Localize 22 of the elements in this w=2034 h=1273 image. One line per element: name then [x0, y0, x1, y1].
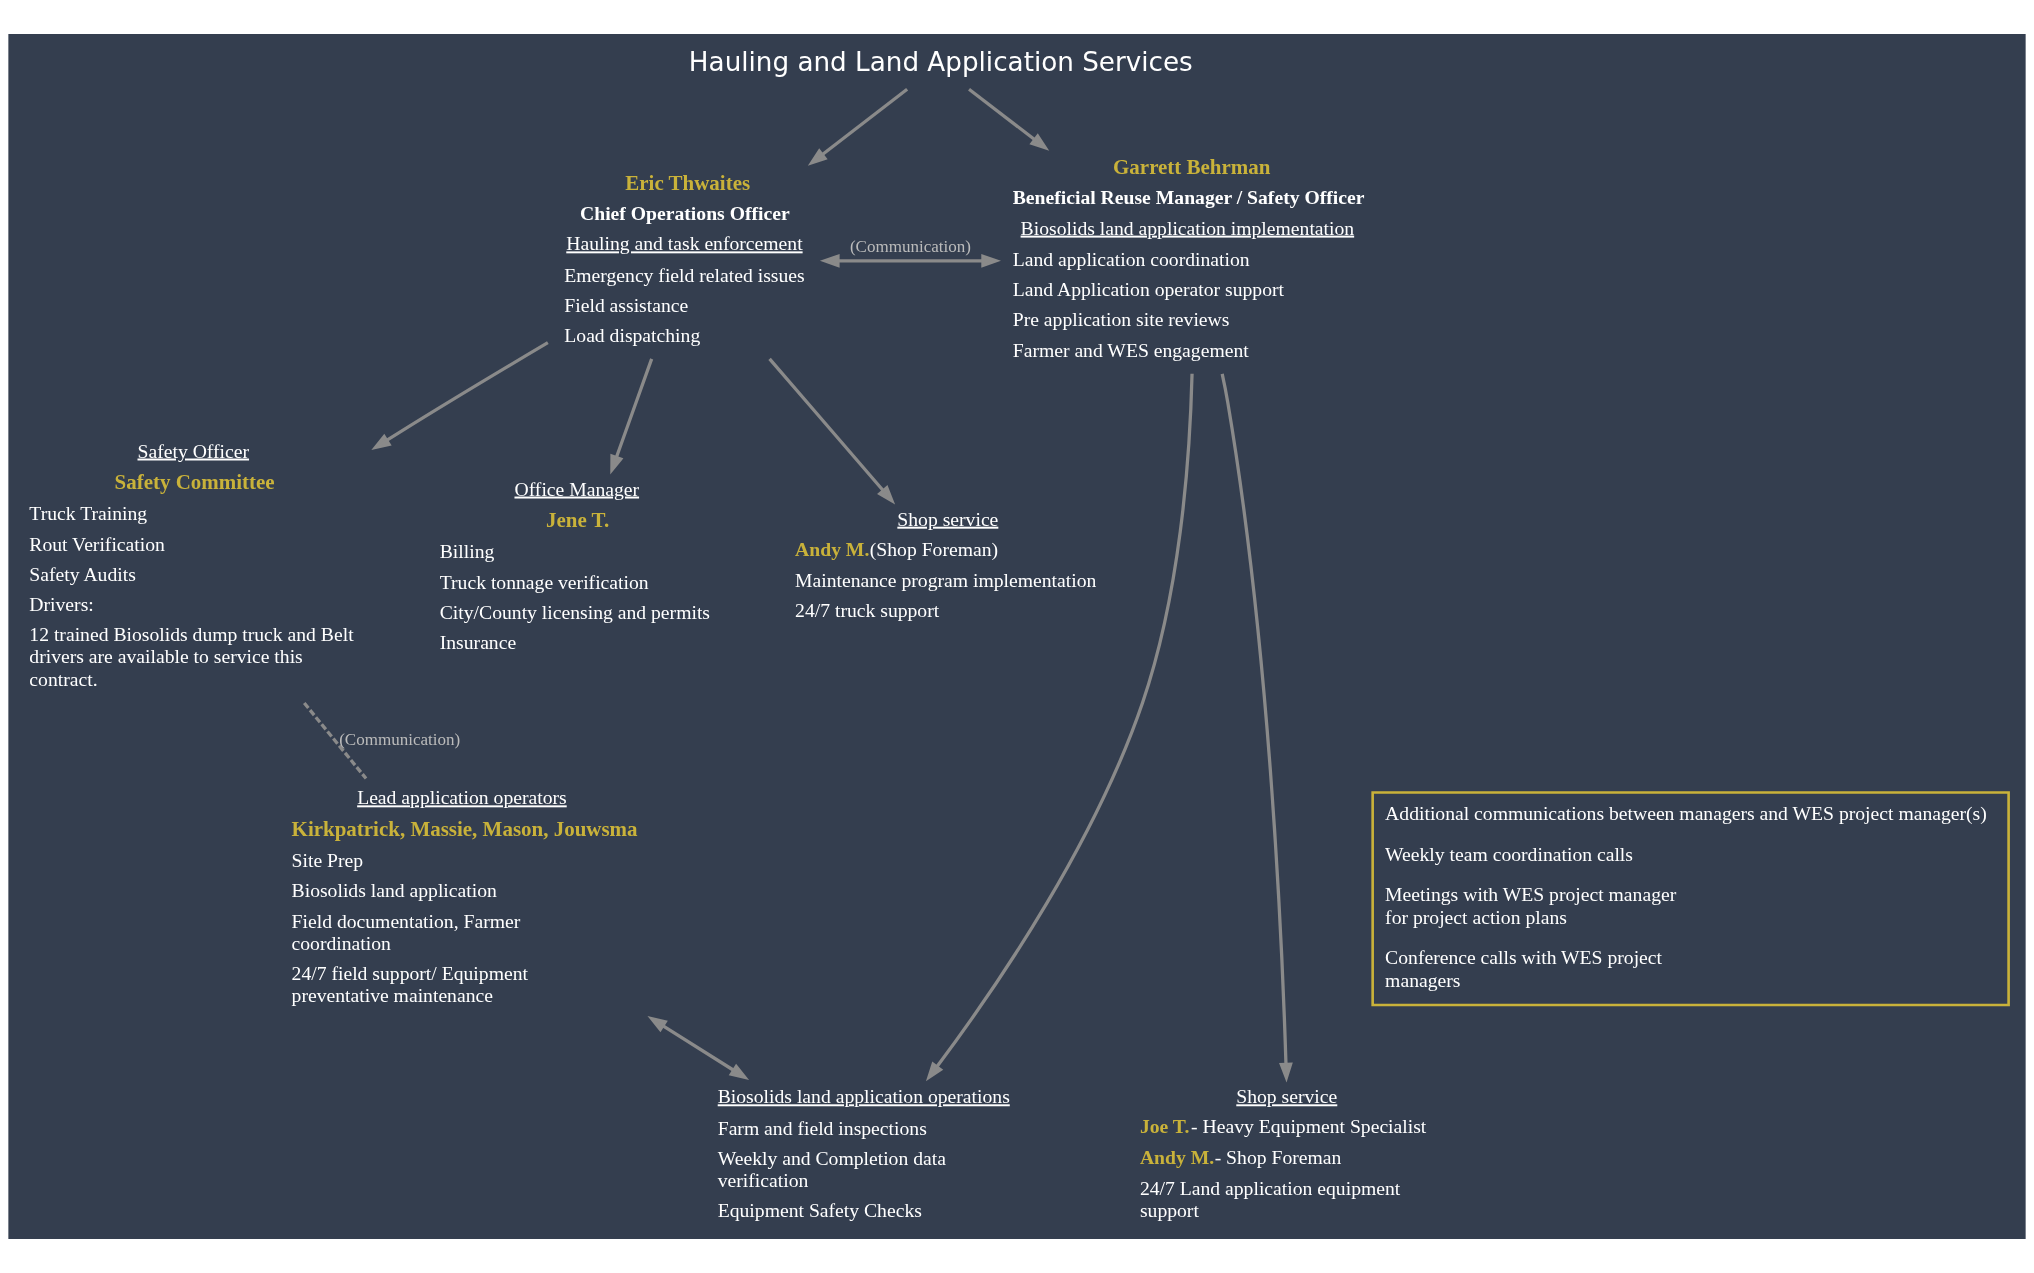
node-text: Office Manager Jene T. Billing Truck tonnage verification City/County licensing and permits Insurance: [439, 477, 711, 653]
edge-label: (Communication): [339, 730, 461, 750]
node-text: Garrett Behrman Beneficial Reuse Manager / Safety Officer Biosolids land application implementation Land application coordination Land Application operator support Pre application site reviews Farmer and WES engagement: [1012, 155, 1365, 361]
node-text: Hauling and Land Application Services: [688, 46, 1193, 77]
arrow: [925, 373, 1194, 1082]
arrow: [371, 341, 549, 451]
arrow: [1220, 373, 1293, 1083]
node-text: Eric Thwaites Chief Operations Officer Hauling and task enforcement Emergency field related issues Field assistance Load dispatching: [564, 170, 805, 347]
node-text: Lead application operators Kirkpatrick, Massie, Mason, Jouwsma Site Prep Biosolids land application Field documentation, Farmer coordination 24/7 field support/ Equipment preventative maintenance: [291, 786, 638, 1007]
arrow: [819, 253, 1001, 268]
node-text: Shop service Andy M.(Shop Foreman) Maintenance program implementation 24/7 truck support: [795, 507, 1097, 622]
edge-label: (Communication): [849, 237, 972, 257]
arrow: [768, 357, 896, 505]
arrow: [807, 87, 909, 166]
node-text: Safety Officer Safety Committee Truck Training Rout Verification Safety Audits Drivers: 12 trained Biosolids dump truck and Belt drivers are available to service this contract.: [29, 439, 354, 690]
node-text: Biosolids land application operations Farm and field inspections Weekly and Completion data verification Equipment Safety Checks: [717, 1085, 1010, 1222]
connector: [303, 702, 368, 780]
arrow: [647, 1016, 750, 1081]
node-text: Shop service Joe T.- Heavy Equipment Specialist Andy M.- Shop Foreman 24/7 Land application equipment support: [1139, 1085, 1427, 1222]
node-box: Additional communications between managers and WES project manager(s) Weekly team coordination calls Meetings with WES project manager for project action plans Conference calls with WES project managers: [1371, 791, 2010, 1007]
arrow: [968, 87, 1050, 151]
arrow: [610, 358, 654, 475]
